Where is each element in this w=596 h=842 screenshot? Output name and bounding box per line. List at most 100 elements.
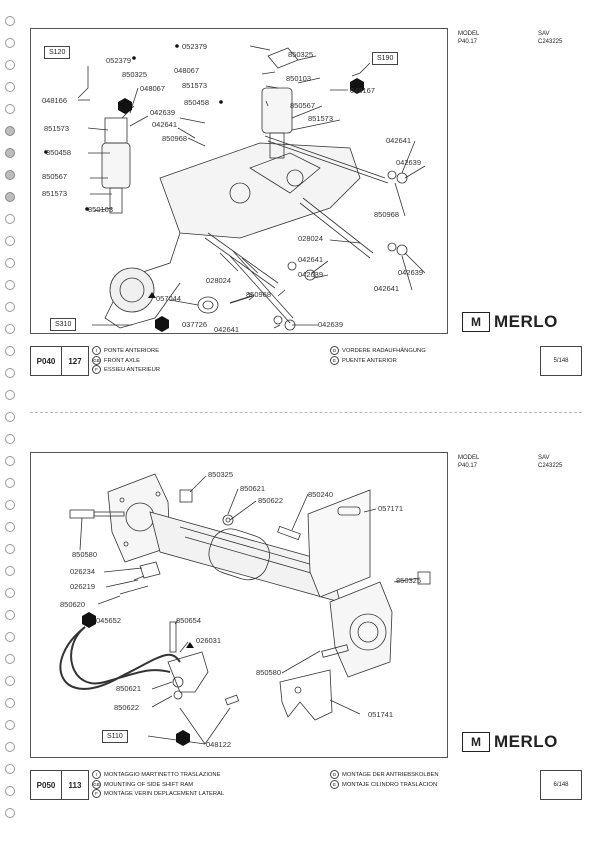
part-number: 042641 <box>386 136 412 145</box>
model-label: MODEL <box>458 31 480 37</box>
part-number: 850567 <box>42 172 68 181</box>
part-number: 048067 <box>140 84 166 93</box>
part-number: 850622 <box>114 703 140 712</box>
desc-fr: ESSIEU ANTERIEUR <box>104 367 161 374</box>
binder-hole <box>5 500 15 510</box>
binder-hole <box>5 280 15 290</box>
binder-hole <box>5 38 15 48</box>
section-number: 113 <box>68 780 82 790</box>
merlo-logo: M MERLO <box>462 732 558 752</box>
binder-hole <box>5 544 15 554</box>
sav-block: SAV C243225 <box>538 454 562 470</box>
part-number: 850325 <box>208 470 234 479</box>
sensor-label-s310: S310 <box>50 318 77 331</box>
merlo-logo-mark: M <box>462 732 490 752</box>
part-number: 851573 <box>308 114 334 123</box>
binder-hole <box>5 214 15 224</box>
part-number: 042639 <box>298 270 324 279</box>
part-number: 028024 <box>298 234 324 243</box>
binder-hole <box>5 236 15 246</box>
part-number: 850580 <box>72 550 98 559</box>
sav-label: SAV <box>538 31 550 37</box>
part-number: 850458 <box>46 148 72 157</box>
desc-it: PONTE ANTERIORE <box>104 348 160 355</box>
model-block: MODEL P40.17 <box>458 30 479 46</box>
desc-de: VORDERE RADAUFHÄNGUNG <box>342 348 426 355</box>
page-number: 6/148 <box>540 770 582 800</box>
parts-sheet-front-axle: MODEL P40.17 SAV C243225 S120 S190 S310 … <box>30 28 582 388</box>
binder-hole <box>5 16 15 26</box>
part-number: 850621 <box>116 684 142 693</box>
drawing-frame <box>30 452 448 758</box>
part-number: 042639 <box>150 108 176 117</box>
part-number: 048067 <box>174 66 200 75</box>
hex-connector-icon <box>118 98 132 114</box>
lang-fr-icon: F <box>92 789 101 799</box>
part-number: 057171 <box>378 504 404 513</box>
lang-de-icon: D <box>330 346 339 355</box>
sav-block: SAV C243225 <box>538 30 562 46</box>
binder-hole <box>5 808 15 818</box>
page-number: 5/148 <box>540 346 582 376</box>
binder-hole <box>5 170 15 180</box>
part-number: 850325 <box>288 50 314 59</box>
parts-sheet-side-shift-ram: MODEL P40.17 SAV C243225 S110 850325 850… <box>30 452 582 812</box>
lang-es-icon: E <box>330 355 339 365</box>
desc-fr: MONTAGE VERIN DEPLACEMENT LATERAL <box>104 791 225 798</box>
binder-hole <box>5 434 15 444</box>
binder-rings <box>0 0 20 842</box>
part-number: 026234 <box>70 567 96 576</box>
lang-gb-icon: GB <box>92 779 101 789</box>
part-number: 045652 <box>96 616 122 625</box>
desc-de: MONTAGE DER ANTRIEBSKOLBEN <box>342 772 439 779</box>
binder-hole <box>5 764 15 774</box>
part-number: 850968 <box>162 134 188 143</box>
part-number: 850620 <box>60 600 86 609</box>
part-number: 850968 <box>246 290 272 299</box>
binder-hole <box>5 676 15 686</box>
part-number: 051741 <box>368 710 394 719</box>
part-number: 850968 <box>374 210 400 219</box>
part-number: 850103 <box>88 205 114 214</box>
binder-hole <box>5 478 15 488</box>
part-number: 037726 <box>182 320 208 329</box>
part-number: 042639 <box>398 268 424 277</box>
binder-hole <box>5 324 15 334</box>
binder-hole <box>5 148 15 158</box>
binder-hole <box>5 104 15 114</box>
binder-hole <box>5 126 15 136</box>
sensor-label-s110: S110 <box>102 730 128 743</box>
part-number: 850621 <box>240 484 266 493</box>
lang-fr-icon: F <box>92 365 101 375</box>
desc-gb: FRONT AXLE <box>104 357 140 364</box>
binder-hole <box>5 258 15 268</box>
binder-hole <box>5 566 15 576</box>
part-number: 042641 <box>214 325 240 334</box>
part-number: 042641 <box>374 284 400 293</box>
lang-it-icon: I <box>92 346 101 355</box>
hex-connector-icon <box>176 730 190 746</box>
sheet-divider <box>30 412 582 413</box>
binder-hole <box>5 390 15 400</box>
desc-es: MONTAJE CILINDRO TRASLACION <box>342 781 438 788</box>
code-box: P050 113 <box>30 770 89 800</box>
front-axle-exploded-drawing <box>44 44 426 332</box>
part-number: 048122 <box>206 740 232 749</box>
code-box: P040 127 <box>30 346 89 376</box>
sav-label: SAV <box>538 455 550 461</box>
sav-value: C243225 <box>538 463 563 469</box>
section-code: P040 <box>31 347 62 375</box>
part-number: 028024 <box>206 276 232 285</box>
section-code: P050 <box>31 771 62 799</box>
binder-hole <box>5 632 15 642</box>
desc-es: PUENTE ANTERIOR <box>342 357 397 364</box>
sensor-label-s120: S120 <box>44 46 71 59</box>
part-number: 042639 <box>396 158 422 167</box>
part-number: 026219 <box>70 582 96 591</box>
binder-hole <box>5 412 15 422</box>
binder-hole <box>5 82 15 92</box>
